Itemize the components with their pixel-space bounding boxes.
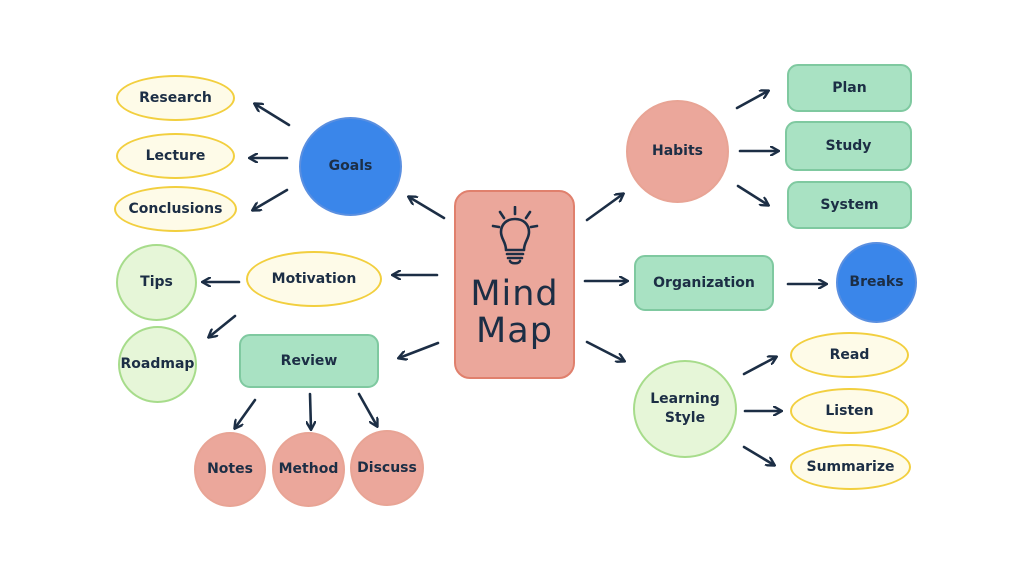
arrow-motivation-roadmap	[209, 314, 237, 337]
arrow-learning-summarize	[742, 445, 774, 465]
arrow-center-habits	[585, 194, 623, 222]
arrow-habits-plan	[735, 91, 768, 110]
breaks-node: Breaks	[836, 242, 917, 323]
roadmap-node: Roadmap	[118, 326, 197, 403]
arrow-review-discuss	[357, 392, 377, 426]
goals-node: Goals	[299, 117, 402, 216]
summarize-node: Summarize	[790, 444, 911, 490]
review-node: Review	[239, 334, 379, 388]
lightbulb-icon	[491, 206, 538, 265]
central-topic-title: Mind Map	[470, 274, 559, 351]
arrow-center-learning-style	[585, 340, 624, 361]
motivation-node: Motivation	[246, 251, 382, 307]
arrow-center-goals	[409, 197, 446, 220]
method-node: Method	[272, 432, 345, 507]
habits-node: Habits	[626, 100, 729, 203]
arrow-goals-conclusions	[253, 188, 289, 210]
arrow-goals-research	[255, 104, 291, 127]
notes-node: Notes	[194, 432, 266, 507]
plan-node: Plan	[787, 64, 912, 112]
central-topic-node: Mind Map	[454, 190, 575, 379]
research-node: Research	[116, 75, 235, 121]
system-node: System	[787, 181, 912, 229]
lecture-node: Lecture	[116, 133, 235, 179]
conclusions-node: Conclusions	[114, 186, 237, 232]
arrow-review-notes	[235, 398, 257, 428]
arrow-habits-system	[736, 184, 768, 205]
organization-node: Organization	[634, 255, 774, 311]
arrow-review-method	[310, 392, 311, 429]
learning-style-node: Learning Style	[633, 360, 737, 458]
arrow-learning-read	[742, 357, 776, 376]
listen-node: Listen	[790, 388, 909, 434]
discuss-node: Discuss	[350, 430, 424, 506]
arrow-center-review	[399, 341, 440, 358]
tips-node: Tips	[116, 244, 197, 321]
read-node: Read	[790, 332, 909, 378]
study-node: Study	[785, 121, 912, 171]
